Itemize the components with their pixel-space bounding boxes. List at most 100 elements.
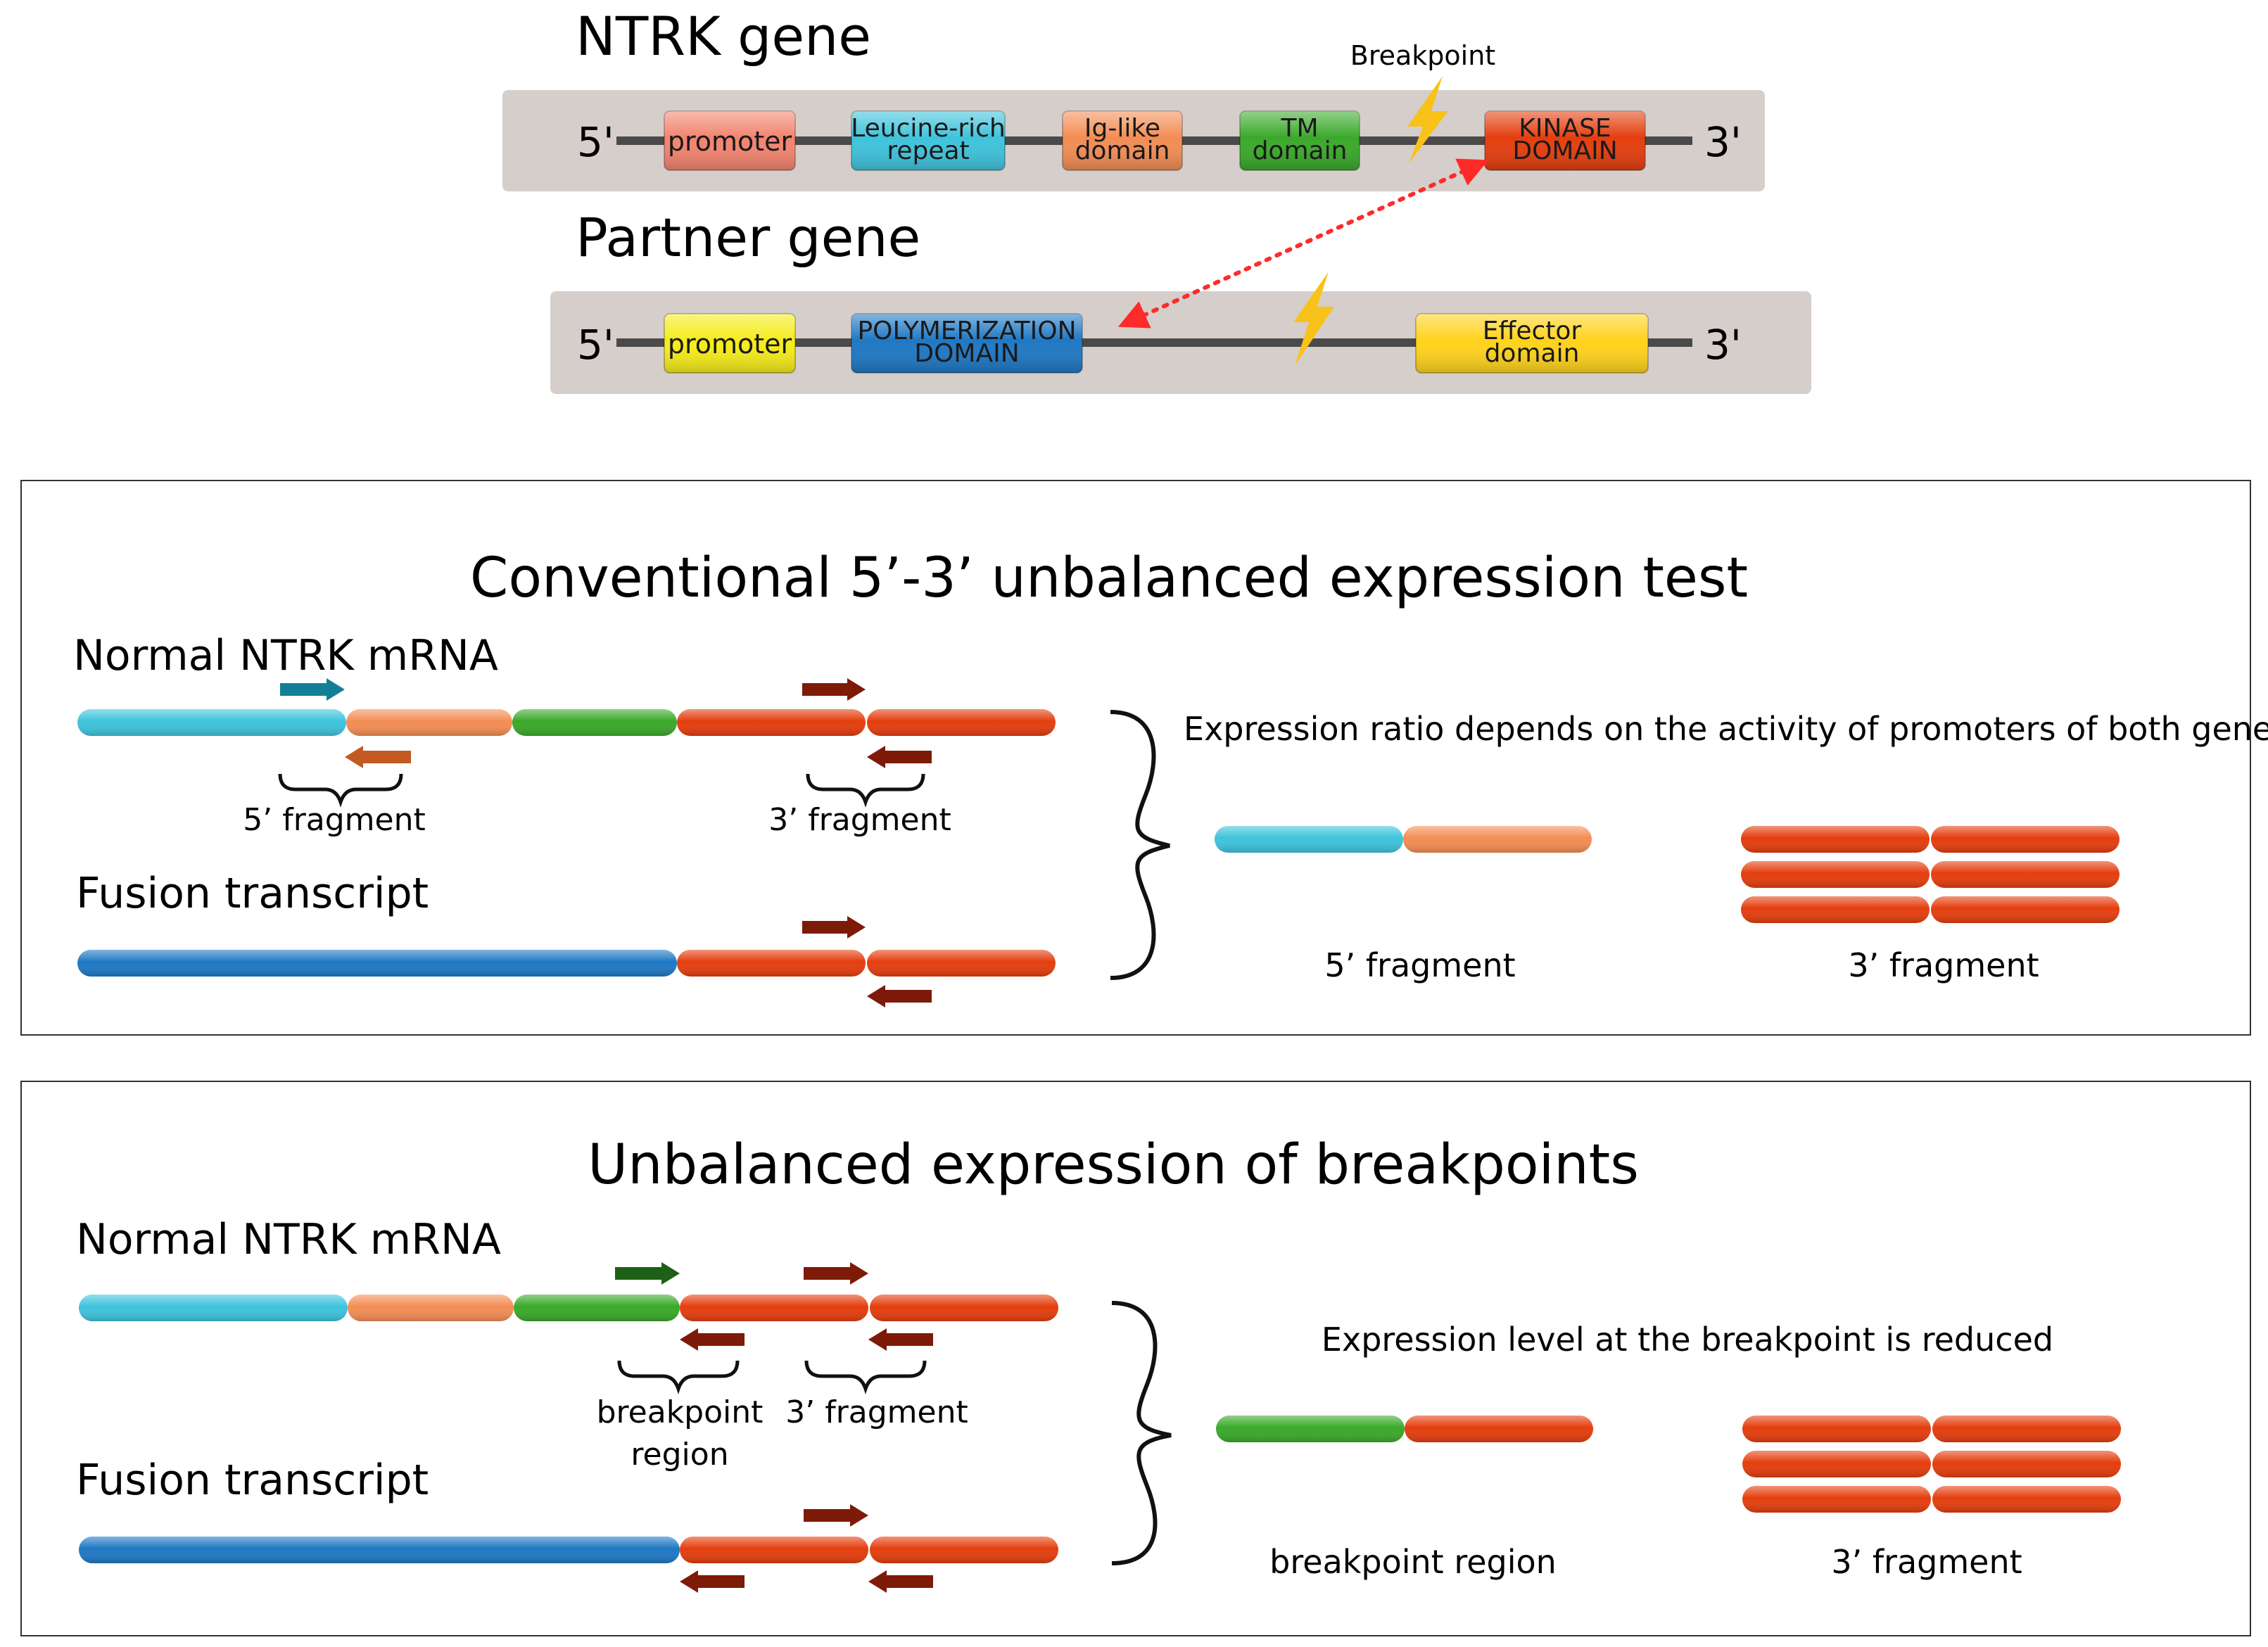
panel2-fragment3-label: 3’ fragment [785,1394,968,1430]
panel1-brace-5 [278,773,403,808]
p2-primer-forward-bp-icon [615,1262,680,1285]
breakpoint-label: Breakpoint [1350,40,1495,71]
p1-normal-seg-red-b-shine [867,709,1056,736]
panel-conventional-test: Conventional 5’-3’ unbalanced expression… [20,480,2268,1036]
panel2-transcripts [79,1295,1058,1563]
partner-domain-shine-0 [664,314,795,373]
p1-result-3-a-2 [1741,896,1930,923]
p2-result-bp-red-shine [1405,1416,1593,1442]
p2-result-3-a-2 [1742,1486,1931,1513]
panel1-curly-brace [1110,710,1170,980]
panel1-fusion-label: Fusion transcript [76,869,429,918]
p2-normal-seg-teal-shine [79,1295,348,1321]
p2-result-3-b-1-shine [1932,1451,2121,1477]
p2-fusion-seg-red-b-shine [870,1537,1058,1563]
p1-primer-forward-3-icon [802,678,866,701]
partner-domain-0: promoter [664,313,796,374]
p1-result-3-b-0-shine [1931,826,2120,853]
p1-normal-seg-red-b [867,709,1056,736]
panel2-brace-bp [617,1360,740,1394]
ntrk-domain-label-3-0: TM [1280,114,1318,143]
p1-result-3-a-1 [1741,861,1930,888]
p2-normal-seg-red-a [680,1295,868,1321]
panel1-transcripts [77,709,1056,977]
partner-domain-label-0-0: promoter [668,329,792,360]
p1-result-3-b-1-shine [1931,861,2120,888]
p2-primer-reverse-3-icon [868,1328,933,1351]
p2-fusion-primer-reverse-3-icon [868,1570,933,1593]
p2-fusion-seg-red-a [680,1537,868,1563]
ntrk-domain-shine-1 [851,111,1005,170]
ntrk-domain-0: promoter [664,110,796,171]
ntrk-three-prime: 3' [1704,118,1742,166]
panel1-result-note: Expression ratio depends on the activity… [1184,710,2268,748]
p2-result-bp-red [1405,1416,1593,1442]
p1-normal-seg-teal [77,709,346,736]
p2-fusion-seg-blue [79,1537,680,1563]
partner-five-prime: 5' [577,321,614,369]
ntrk-domain-shine-0 [664,111,795,170]
ntrk-domain-label-4-1: DOMAIN [1512,136,1617,165]
p1-normal-seg-red-a [677,709,866,736]
panel1-fragment5-label: 5’ fragment [243,802,426,838]
ntrk-domain-label-4-0: KINASE [1519,114,1611,143]
partner-three-prime: 3' [1704,321,1742,369]
p1-result-5-salmon-shine [1403,826,1592,853]
ntrk-breakpoint-bolt-icon [1407,76,1448,163]
p1-normal-seg-red-a-shine [677,709,866,736]
p2-fusion-seg-red-a-shine [680,1537,868,1563]
panel1-normal-label: Normal NTRK mRNA [73,631,498,680]
p2-result-3-a-1 [1742,1451,1931,1477]
p2-normal-seg-teal [79,1295,348,1321]
p2-result-3-a-0-shine [1742,1416,1931,1442]
p2-normal-seg-red-a-shine [680,1295,868,1321]
p2-primer-reverse-bp-icon [680,1328,745,1351]
p1-result-3-a-2-shine [1741,896,1930,923]
p1-result-3-b-0 [1931,826,2120,853]
p2-result-3-a-2-shine [1742,1486,1931,1513]
p2-primer-forward-3-icon [804,1262,868,1285]
partner-domain-label-1-0: POLYMERIZATION [857,317,1076,345]
p2-fusion-primer-forward-icon [804,1504,868,1527]
panel2-curly-brace [1111,1301,1172,1565]
p1-fusion-seg-red-a-shine [677,950,866,977]
p2-normal-seg-green [514,1295,680,1321]
p2-normal-seg-red-b [870,1295,1058,1321]
p1-primer-reverse-3-icon [867,746,932,768]
p1-result-3-b-1 [1931,861,2120,888]
partner-domain-label-2-0: Effector [1483,317,1582,345]
ntrk-domain-label-3-1: domain [1253,136,1348,165]
partner-domain-shine-1 [851,314,1082,373]
ntrk-domain-label-1-0: Leucine-rich [851,114,1006,143]
partner-domain-shine-2 [1416,314,1648,373]
panel1-result-5-label: 5’ fragment [1324,946,1515,984]
p2-normal-seg-red-b-shine [870,1295,1058,1321]
partner-domain-label-2-1: domain [1485,339,1580,368]
p2-result-3-b-2 [1932,1486,2121,1513]
p2-result-3-b-2-shine [1932,1486,2121,1513]
ntrk-domain-shine-3 [1240,111,1360,170]
p1-result-5-salmon [1403,826,1592,853]
p2-result-bp-green-shine [1216,1416,1405,1442]
ntrk-five-prime: 5' [577,118,614,166]
p1-normal-seg-green [512,709,677,736]
panel2-normal-label: Normal NTRK mRNA [76,1215,501,1264]
panel2-breakpoint-region-line2: region [631,1437,728,1473]
panel2-fragment-braces [617,1360,927,1394]
p1-fusion-seg-red-b-shine [867,950,1056,977]
p1-normal-seg-salmon [346,709,512,736]
p1-result-5-teal-shine [1215,826,1403,853]
p1-normal-seg-salmon-shine [346,709,512,736]
ntrk-domain-label-1-1: repeat [887,136,969,165]
panel2-result-note: Expression level at the breakpoint is re… [1322,1321,2053,1359]
panel2-result-bars [1216,1416,2121,1513]
panel1-result-3-label: 3’ fragment [1848,946,2039,984]
panel1-result-bars [1215,826,2120,923]
